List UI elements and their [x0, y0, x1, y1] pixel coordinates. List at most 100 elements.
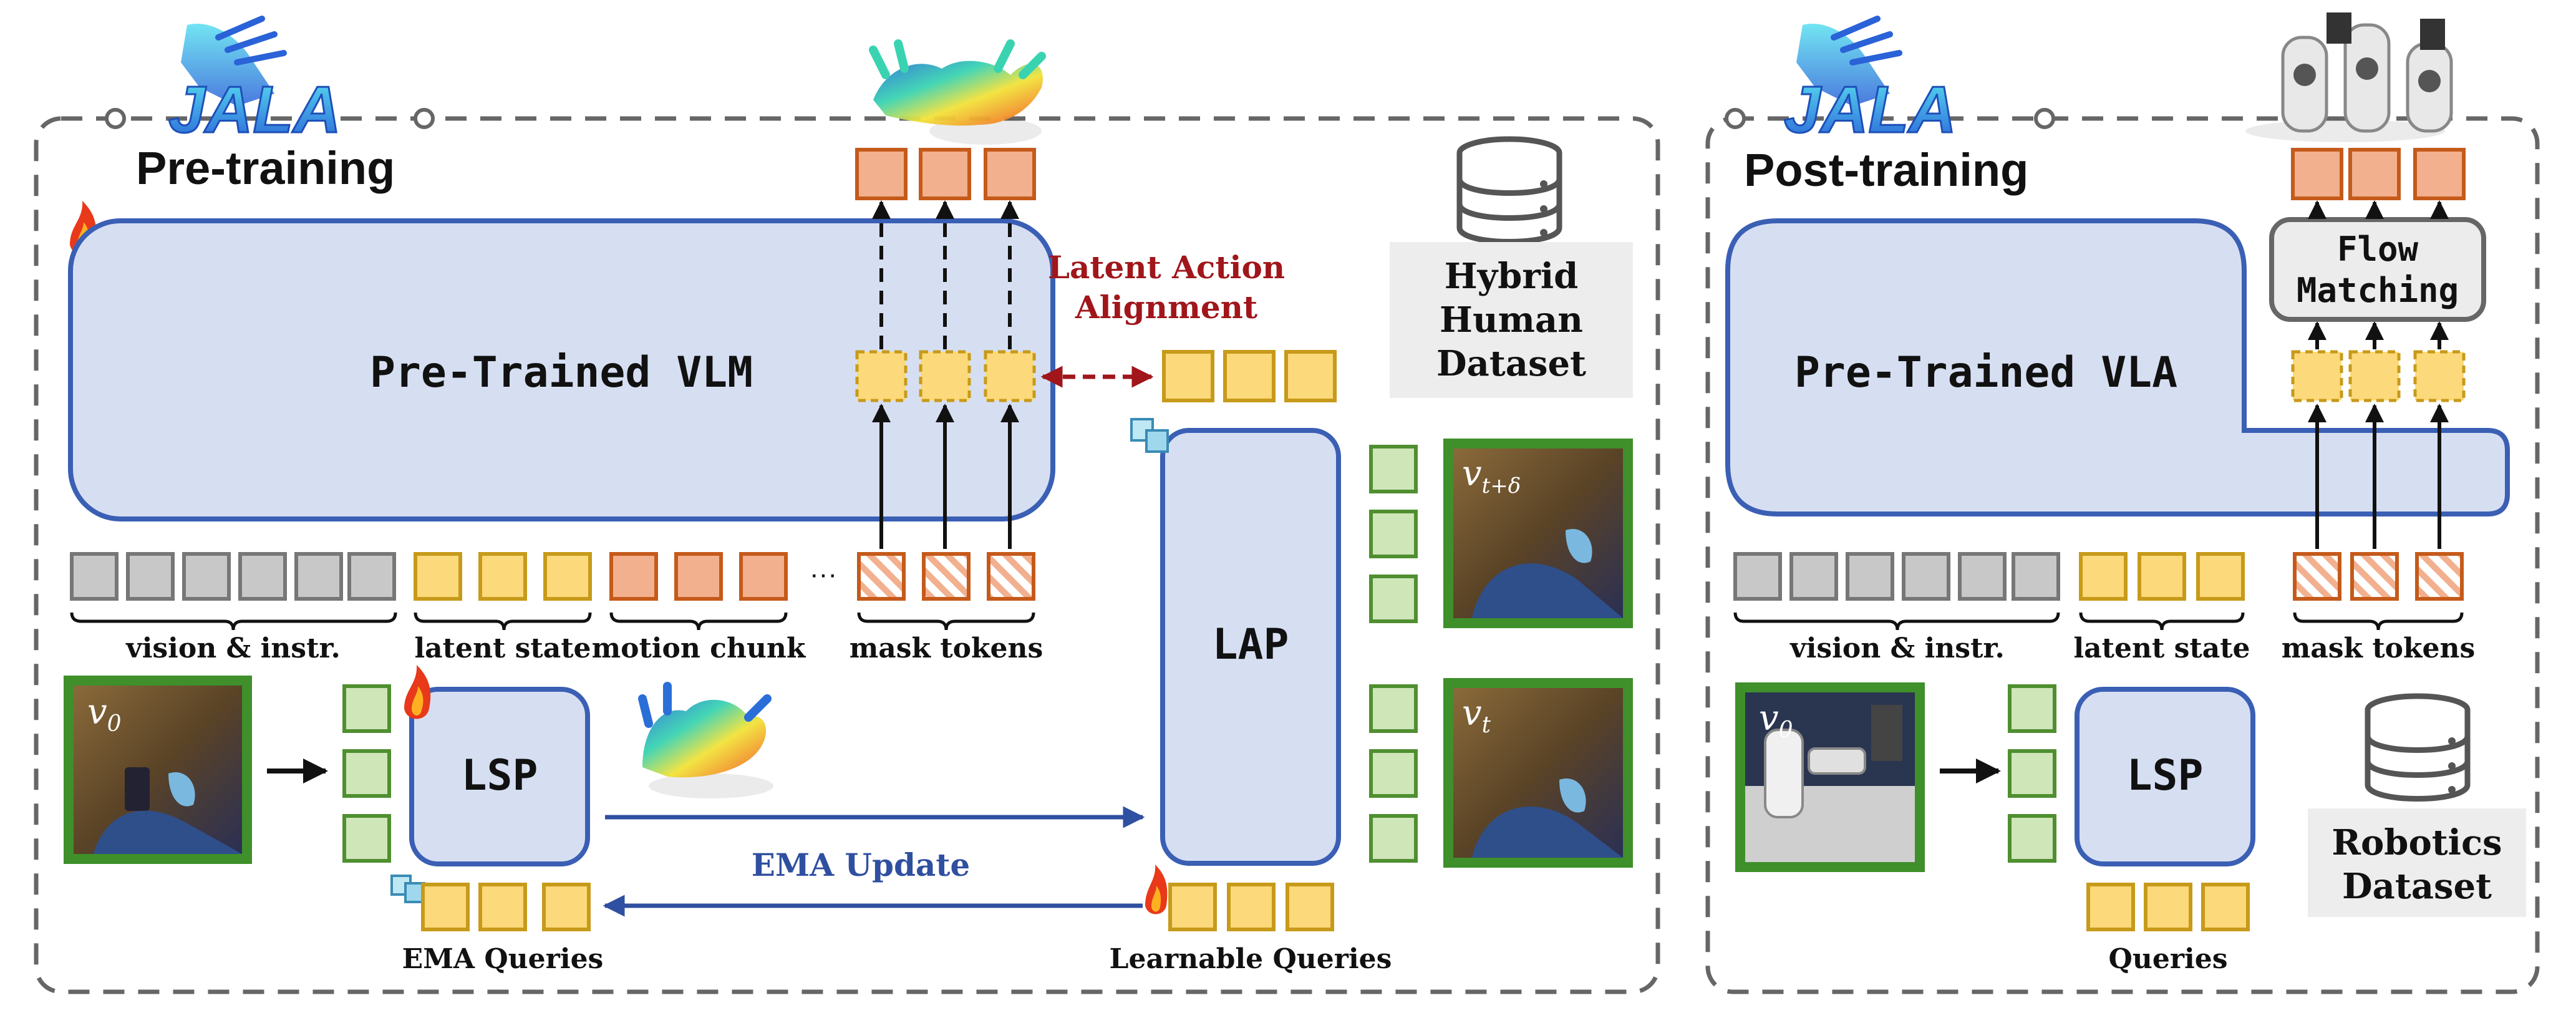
latent-state-embedding [2008, 684, 2056, 733]
ice-cube-icon [1130, 418, 1169, 453]
action-output-token [2348, 148, 2401, 200]
ema-query-token [542, 883, 591, 931]
group-label-latent: latent state [2073, 633, 2250, 664]
alignment-label: Latent Action [1048, 249, 1285, 286]
svg-text:Human: Human [1440, 299, 1583, 341]
bracket [857, 612, 1035, 631]
lsp-label: LSP [2127, 751, 2204, 800]
frame-v0: v0 [64, 676, 252, 864]
output-token [855, 148, 908, 200]
ellipsis: ··· [810, 559, 837, 589]
current-frame-embedding [1369, 684, 1418, 733]
latent-state-embedding [2008, 749, 2056, 798]
action-output-token [2413, 148, 2466, 200]
robot-arms-icon [2245, 12, 2453, 142]
target-latent-token [1284, 350, 1337, 402]
ema-queries-label: EMA Queries [402, 943, 604, 975]
frame-v0-robot: v0 [1735, 682, 1925, 872]
frame-vt-label: vt [1462, 693, 1491, 738]
bracket [609, 612, 788, 631]
latent-action-token [2413, 350, 2466, 402]
database-icon [2365, 693, 2471, 802]
human-hand-heatmap-icon [638, 682, 773, 798]
svg-text:Dataset: Dataset [2342, 866, 2492, 907]
vision-instr-tokens [70, 552, 396, 601]
group-label-vision: vision & instr. [1789, 633, 2005, 664]
current-frame-embedding [1369, 749, 1418, 798]
ema-query-token [478, 883, 527, 931]
ema-query-token [421, 883, 470, 931]
flame-icon [1145, 865, 1168, 914]
learnable-query-token [1227, 883, 1276, 931]
action-output-token [2291, 148, 2343, 200]
lsp-block [409, 687, 590, 866]
database-icon [1456, 136, 1562, 245]
future-frame-embedding [1369, 575, 1418, 623]
frame-vt-delta: vt+δ [1443, 439, 1633, 628]
posttraining-panel: JALA Post-training Pre-Trained VLA Flow … [1705, 12, 2540, 994]
svg-text:Dataset: Dataset [1436, 343, 1586, 384]
bracket [2293, 612, 2464, 631]
query-token [2144, 883, 2192, 931]
queries-label: Queries [2109, 943, 2228, 975]
logo-text: JALA [1784, 73, 1957, 147]
latent-state-embedding [2008, 814, 2056, 863]
learnable-queries-label: Learnable Queries [1110, 943, 1392, 975]
latent-action-token [2348, 350, 2401, 402]
ice-cube-icon [390, 875, 425, 903]
flow-matching-block [2269, 217, 2486, 322]
pretraining-panel: JALA Pre-training Pre-Trained VLM [34, 16, 1660, 994]
latent-action-token [919, 350, 971, 402]
dataset-box [1390, 242, 1633, 398]
motion-chunk-tokens [609, 552, 788, 601]
learnable-query-token [1168, 883, 1217, 931]
border-knob [2034, 108, 2055, 129]
latent-action-token [855, 350, 908, 402]
latent-action-token [984, 350, 1036, 402]
vla-label: Pre-Trained VLA [1794, 348, 2177, 397]
human-hand-heatmap-icon [869, 39, 1046, 145]
frame-v0-label: v0 [1759, 698, 1793, 743]
latent-state-embedding [342, 749, 391, 798]
logo-text: JALA [168, 73, 341, 147]
alignment-label: Alignment [1075, 289, 1257, 326]
latent-state-embedding [342, 814, 391, 863]
bracket [414, 612, 592, 631]
flow-label: Flow [2337, 230, 2419, 269]
border-knob [105, 108, 126, 129]
hybrid-dataset: Hybrid Human Dataset [1390, 136, 1633, 398]
bracket [70, 612, 397, 631]
vlm-label: Pre-Trained VLM [370, 348, 753, 397]
current-frame-embedding [1369, 814, 1418, 863]
border-knob [414, 108, 435, 129]
latent-state-embedding [342, 684, 391, 733]
group-label-motion: motion chunk [592, 633, 806, 664]
svg-text:Hybrid: Hybrid [1445, 256, 1579, 297]
learnable-query-token [1286, 883, 1334, 931]
latent-state-tokens [2079, 552, 2245, 601]
bracket [2079, 612, 2245, 631]
mask-tokens [2293, 552, 2464, 601]
vision-instr-tokens [1733, 552, 2060, 601]
latent-state-tokens [414, 552, 592, 601]
group-label-mask: mask tokens [850, 633, 1043, 664]
output-token [919, 148, 971, 200]
lap-block [1160, 428, 1341, 866]
dataset-box [2308, 808, 2526, 917]
target-latent-token [1162, 350, 1214, 402]
robotics-dataset: Robotics Dataset [2308, 693, 2526, 917]
border-knob [1725, 108, 1746, 129]
group-label-latent: latent state [414, 633, 591, 664]
target-latent-token [1223, 350, 1276, 402]
frame-v0-label: v0 [87, 692, 122, 737]
lap-label: LAP [1213, 620, 1289, 669]
ema-update-label: EMA Update [752, 846, 971, 883]
output-token [984, 148, 1036, 200]
future-frame-embedding [1369, 445, 1418, 493]
jala-logo: JALA [1783, 16, 1957, 148]
pretraining-title: Pre-training [136, 142, 395, 194]
lsp-block [2075, 687, 2255, 866]
posttraining-dashed-border [1705, 116, 2540, 994]
future-frame-embedding [1369, 510, 1418, 558]
